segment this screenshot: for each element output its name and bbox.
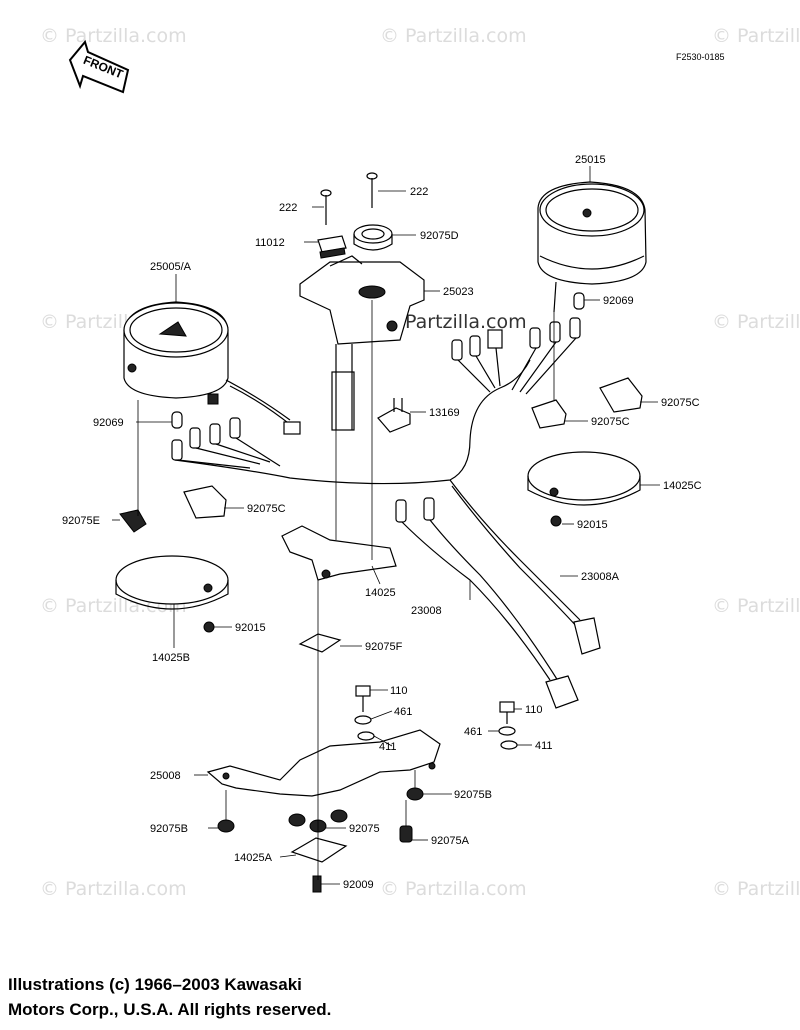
label-23008A: 23008A (581, 571, 620, 583)
label-461-right: 461 (464, 726, 482, 738)
pad-14025A (290, 837, 348, 863)
front-arrow-icon: FRONT (68, 39, 130, 94)
label-14025: 14025 (365, 587, 396, 599)
label-92075C-left: 92075C (247, 503, 286, 515)
base-bracket-25008 (206, 729, 441, 797)
nut-92015-left (203, 621, 215, 633)
watermark: © Partzilla.com (380, 878, 527, 900)
pad-92075F (298, 633, 342, 653)
label-92075D: 92075D (420, 230, 459, 242)
bulb-92069-right (573, 292, 585, 310)
label-92075C-lower: 92075C (591, 416, 630, 428)
washer-411-left (357, 731, 375, 741)
washer-461-right (498, 726, 516, 736)
tachometer-gauge (537, 181, 647, 313)
speedometer-gauge (123, 301, 301, 435)
cap-11012 (317, 235, 347, 259)
label-14025C: 14025C (663, 480, 702, 492)
label-23008: 23008 (411, 605, 442, 617)
nut-92075B-right (406, 787, 424, 801)
label-222-left: 222 (279, 202, 297, 214)
bracket-25023 (299, 255, 425, 431)
screw-222-left (320, 189, 332, 225)
cable-23008 (395, 497, 601, 709)
cushion-92075C-left (183, 485, 227, 519)
label-92075C-upper: 92075C (661, 397, 700, 409)
grommet-92075A (399, 825, 413, 843)
bolt-110-left (355, 685, 371, 712)
cushion-92075E (119, 509, 147, 533)
bolt-110-right (499, 701, 515, 724)
assembly-lines (137, 300, 555, 880)
watermark: © Partzilla.com (712, 878, 800, 900)
nut-92075-c (330, 809, 348, 823)
label-92075B-left: 92075B (150, 823, 188, 835)
watermark: © Partzilla.com (40, 25, 187, 47)
label-25023: 25023 (443, 286, 474, 298)
cover-14025B (115, 555, 229, 610)
label-92015-right: 92015 (577, 519, 608, 531)
screw-92009 (312, 875, 322, 893)
copyright-notice: Illustrations (c) 1966–2003 Kawasaki Mot… (8, 972, 331, 1022)
cushion-92075C-lower (531, 399, 567, 429)
cover-14025C (527, 451, 641, 506)
nut-92075-a (288, 813, 306, 827)
label-222-right: 222 (410, 186, 428, 198)
cushion-92075C-upper (599, 377, 643, 413)
watermark: © Partzilla.com (712, 311, 800, 333)
label-25015: 25015 (575, 154, 606, 166)
label-25005A: 25005/A (150, 261, 192, 273)
washer-461-left (354, 715, 372, 725)
label-92075: 92075 (349, 823, 380, 835)
label-92069-left: 92069 (93, 417, 124, 429)
label-92075F: 92075F (365, 641, 403, 653)
nut-92015-right (550, 515, 562, 527)
watermark: © Partzilla.com (712, 595, 800, 617)
watermark: © Partzilla.com (40, 878, 187, 900)
label-92015-left: 92015 (235, 622, 266, 634)
connector-13169 (377, 398, 411, 433)
washer-411-right (500, 740, 518, 750)
label-25008: 25008 (150, 770, 181, 782)
label-92069-right: 92069 (603, 295, 634, 307)
screw-222-right (366, 172, 378, 208)
wire-harness (171, 317, 581, 629)
label-411-left: 411 (379, 741, 397, 753)
label-461-left: 461 (394, 706, 412, 718)
label-14025A: 14025A (234, 852, 273, 864)
part-labels: 222 222 11012 92075D 25005/A 25023 25015… (62, 154, 702, 891)
watermark-center: © Partzilla.com (380, 311, 527, 333)
label-411-right: 411 (535, 740, 553, 752)
label-92009: 92009 (343, 879, 374, 891)
label-110-left: 110 (390, 685, 408, 697)
reference-code: F2530-0185 (676, 52, 725, 62)
label-92075B-right: 92075B (454, 789, 492, 801)
grommet-92075D (353, 224, 393, 251)
label-13169: 13169 (429, 407, 460, 419)
nut-92075B-left (217, 819, 235, 833)
watermark: © Partzilla.com (712, 25, 800, 47)
copyright-line-2: Motors Corp., U.S.A. All rights reserved… (8, 1000, 332, 1019)
label-92075A: 92075A (431, 835, 470, 847)
copyright-line-1: Illustrations (c) 1966–2003 Kawasaki (8, 975, 302, 994)
label-92075E: 92075E (62, 515, 100, 527)
bulb-92069-left (171, 411, 183, 429)
bracket-14025 (281, 525, 397, 581)
watermark: © Partzilla.com (380, 25, 527, 47)
leader-lines (112, 166, 660, 885)
label-110-right: 110 (525, 704, 543, 716)
watermark-layer: © Partzilla.com © Partzilla.com © Partzi… (40, 25, 800, 900)
label-11012: 11012 (255, 237, 285, 249)
label-14025B: 14025B (152, 652, 190, 664)
